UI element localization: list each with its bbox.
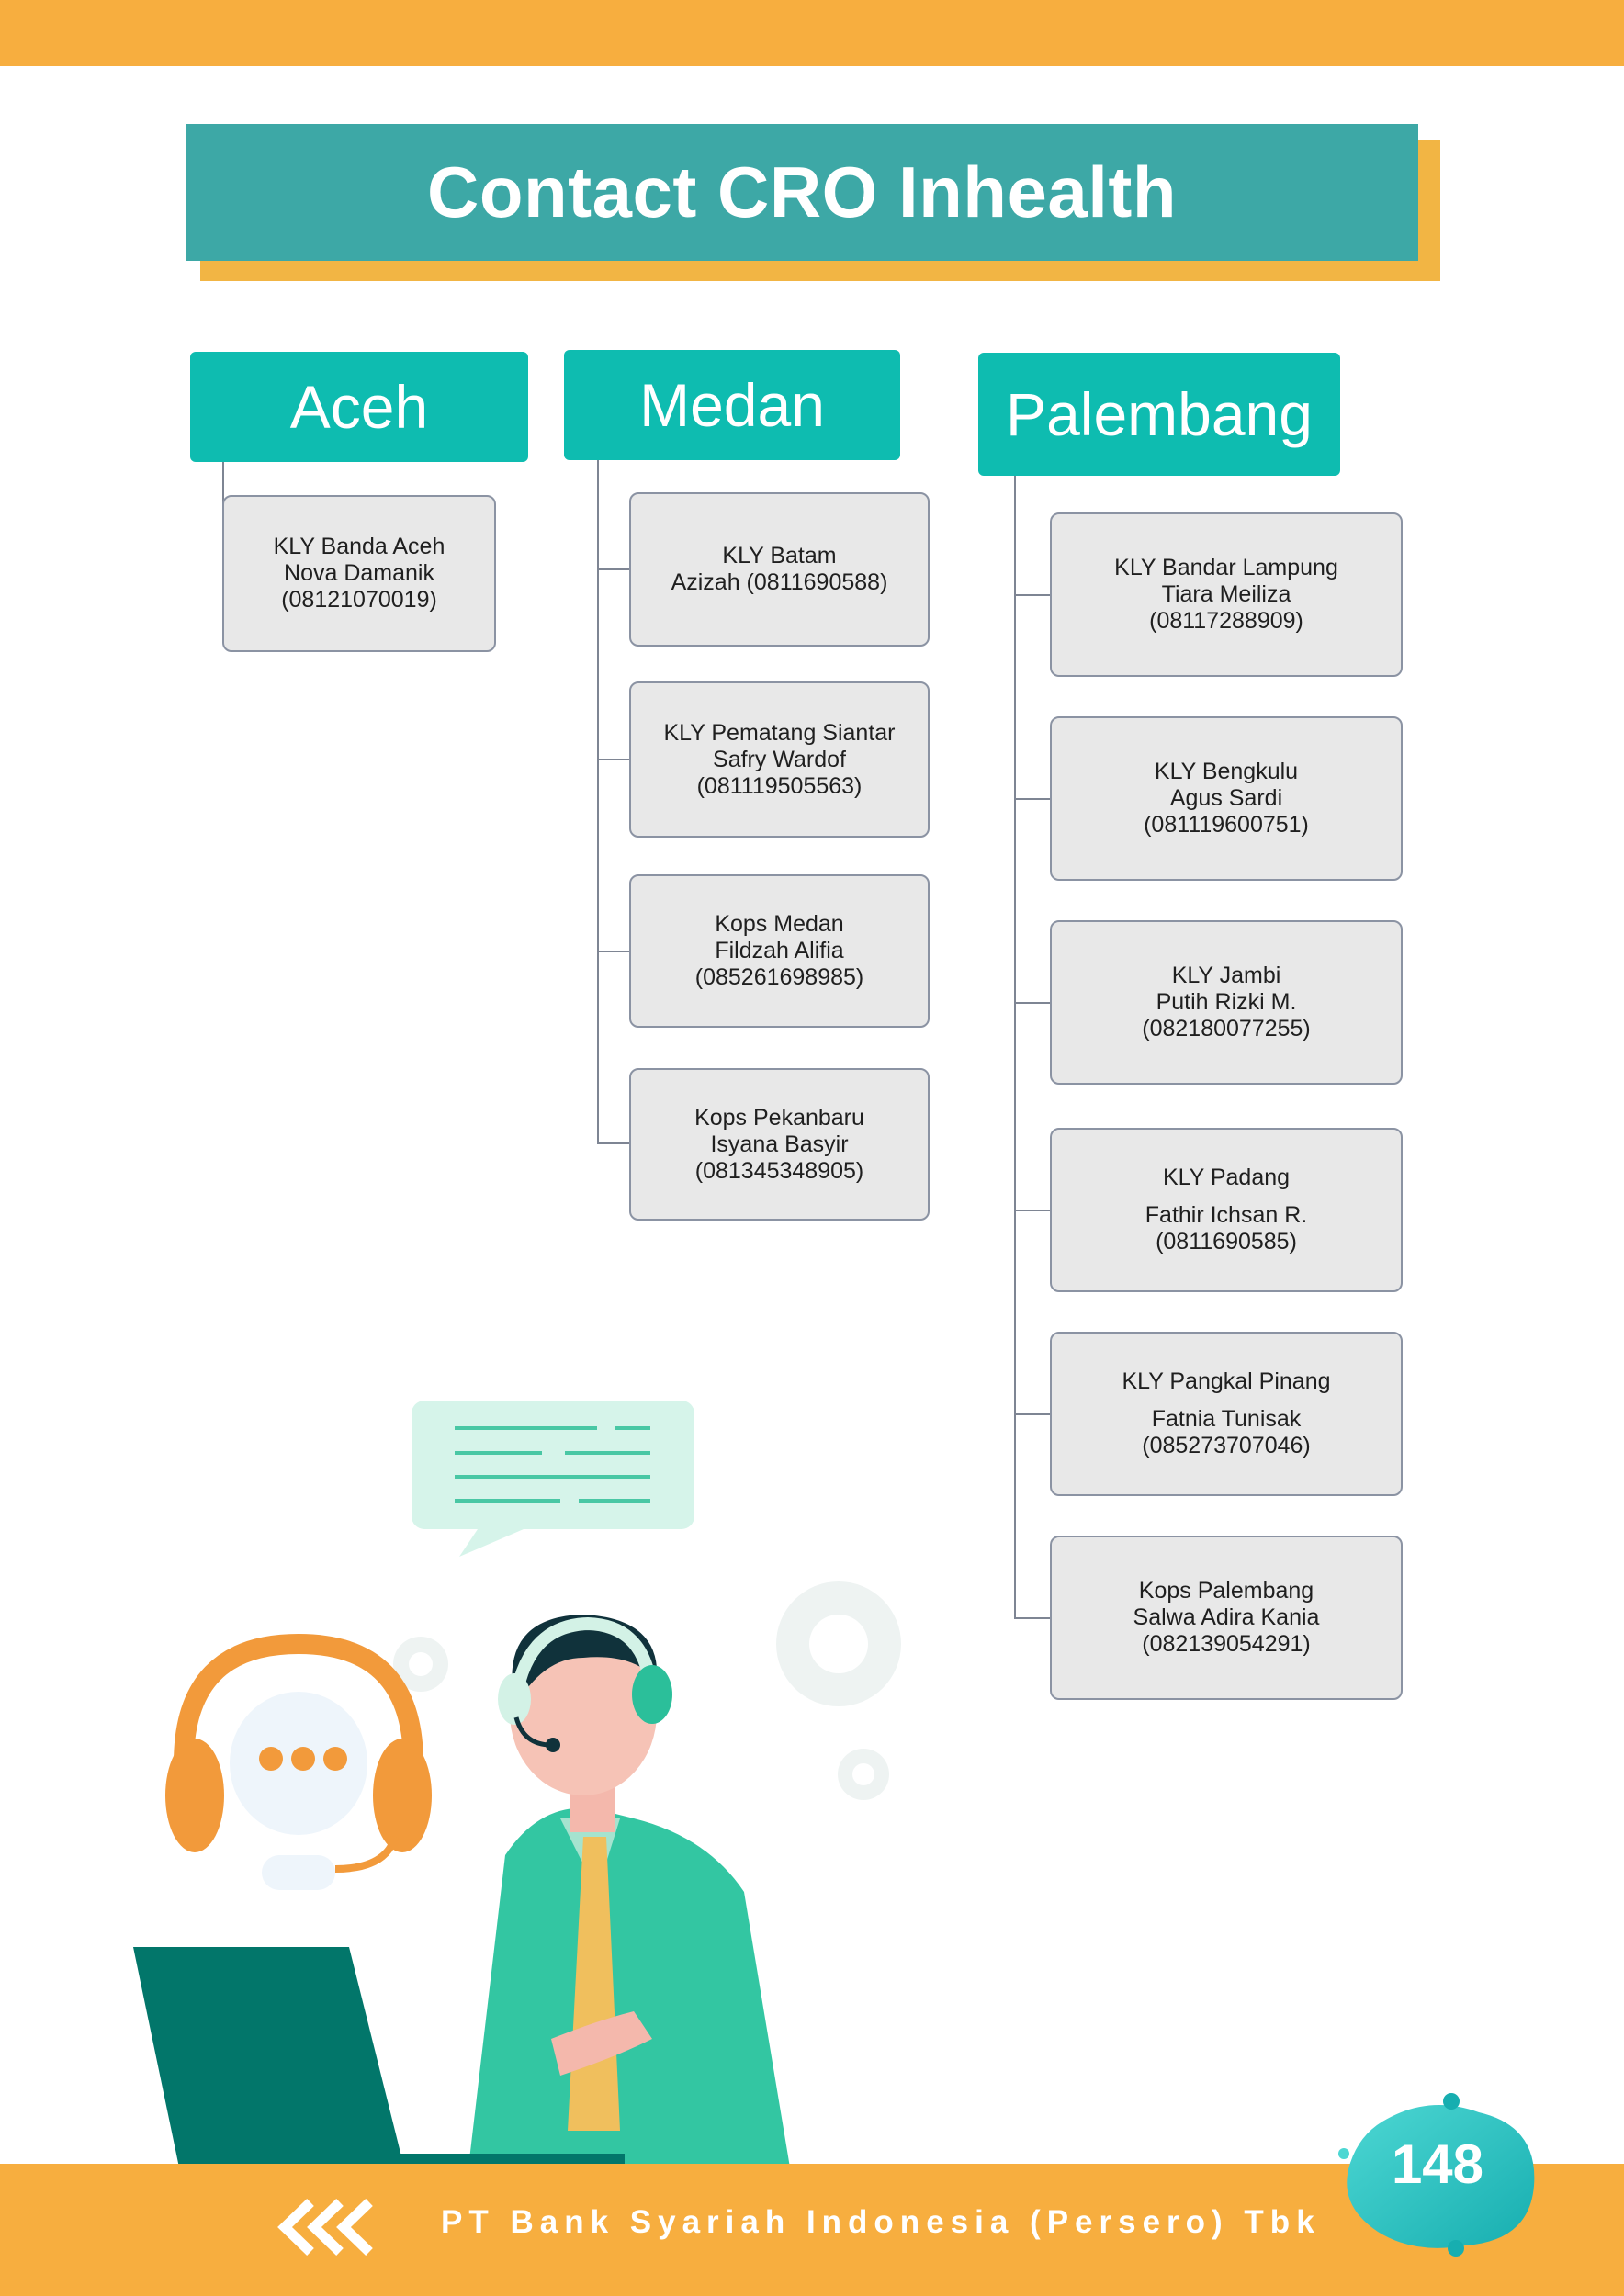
gear-icon — [393, 1581, 901, 1800]
contact-phone: (082180077255) — [1142, 1016, 1311, 1041]
connector-branch — [1014, 798, 1051, 800]
office-name: KLY Pangkal Pinang — [1122, 1368, 1331, 1394]
contact-name: Salwa Adira Kania — [1133, 1604, 1320, 1630]
contact-card: KLY Bengkulu Agus Sardi (081119600751) — [1050, 716, 1403, 881]
contact-name: Putih Rizki M. — [1156, 989, 1297, 1015]
contact-name: Tiara Meiliza — [1161, 581, 1291, 607]
region-label: Palembang — [1006, 380, 1313, 448]
connector-medan — [597, 460, 599, 1143]
top-bar — [0, 0, 1624, 66]
contact-card: KLY Padang Fathir Ichsan R. (0811690585) — [1050, 1128, 1403, 1292]
contact-phone: (081119600751) — [1144, 812, 1309, 838]
contact-phone: (085261698985) — [694, 964, 864, 990]
page-number-blob — [1338, 2093, 1535, 2257]
contact-card: KLY Pangkal Pinang Fatnia Tunisak (08527… — [1050, 1332, 1403, 1496]
contact-name: Fatnia Tunisak — [1151, 1406, 1302, 1432]
connector-branch — [1014, 1413, 1051, 1415]
contact-card: KLY Bandar Lampung Tiara Meiliza (081172… — [1050, 512, 1403, 677]
contact-phone: (085273707046) — [1142, 1433, 1311, 1458]
contact-name: Fathir Ichsan R. — [1145, 1202, 1308, 1228]
contact-card: KLY Batam Azizah (0811690588) — [629, 492, 930, 647]
office-name: KLY Pematang Siantar — [663, 719, 896, 746]
contact-card: Kops Palembang Salwa Adira Kania (082139… — [1050, 1536, 1403, 1700]
region-label: Aceh — [289, 373, 429, 441]
office-name: KLY Padang — [1162, 1165, 1291, 1190]
contact-name: Safry Wardof — [713, 746, 846, 772]
contact-card: KLY Banda Aceh Nova Damanik (08121070019… — [222, 495, 496, 652]
connector-branch — [1014, 594, 1051, 596]
page-number: 148 — [1391, 2133, 1484, 2195]
contact-phone: (08121070019) — [281, 587, 437, 613]
contact-name: Isyana Basyir — [710, 1131, 849, 1157]
connector-branch — [597, 759, 630, 760]
contact-card: KLY Jambi Putih Rizki M. (082180077255) — [1050, 920, 1403, 1085]
triple-chevron-left-icon[interactable] — [276, 2195, 386, 2259]
contact-name: Azizah (0811690588) — [671, 569, 888, 595]
contact-phone: (081345348905) — [694, 1157, 864, 1184]
page-title: Contact CRO Inhealth — [426, 152, 1177, 232]
connector-branch — [1014, 1002, 1051, 1004]
contact-name: Agus Sardi — [1169, 785, 1283, 811]
region-label: Medan — [639, 371, 825, 439]
office-name: Kops Medan — [715, 911, 844, 937]
contact-phone: (081119505563) — [696, 772, 863, 799]
contact-phone: (082139054291) — [1142, 1631, 1311, 1657]
customer-service-agent-illustration — [133, 1401, 901, 2167]
contact-phone: (0811690585) — [1156, 1229, 1297, 1255]
office-name: KLY Banda Aceh — [273, 534, 445, 559]
connector-branch — [1014, 1210, 1051, 1211]
contact-name: Nova Damanik — [284, 560, 434, 586]
agent-figure — [468, 1615, 790, 2167]
connector-branch — [597, 1142, 630, 1144]
office-name: Kops Pekanbaru — [694, 1104, 864, 1131]
title-banner: Contact CRO Inhealth — [186, 124, 1418, 261]
office-name: KLY Jambi — [1171, 962, 1281, 988]
office-name: KLY Bengkulu — [1154, 759, 1299, 784]
region-header-aceh: Aceh — [190, 352, 528, 462]
contact-card: Kops Pekanbaru Isyana Basyir (0813453489… — [629, 1068, 930, 1221]
connector-branch — [597, 951, 630, 952]
contact-card: Kops Medan Fildzah Alifia (085261698985) — [629, 874, 930, 1028]
office-name: KLY Bandar Lampung — [1114, 555, 1338, 580]
contact-phone: (08117288909) — [1149, 608, 1303, 634]
region-header-palembang: Palembang — [978, 353, 1340, 476]
headset-icon — [165, 1633, 432, 1890]
connector-palembang — [1014, 476, 1016, 1619]
contact-card: KLY Pematang Siantar Safry Wardof (08111… — [629, 681, 930, 838]
office-name: Kops Palembang — [1138, 1578, 1314, 1604]
chat-bubble-icon — [412, 1401, 694, 1557]
contact-name: Fildzah Alifia — [715, 938, 844, 963]
office-name: KLY Batam — [722, 543, 837, 568]
connector-branch — [1014, 1617, 1051, 1619]
footer-company-name: PT Bank Syariah Indonesia (Persero) Tbk — [441, 2204, 1321, 2240]
connector-branch — [597, 568, 630, 570]
region-header-medan: Medan — [564, 350, 900, 460]
